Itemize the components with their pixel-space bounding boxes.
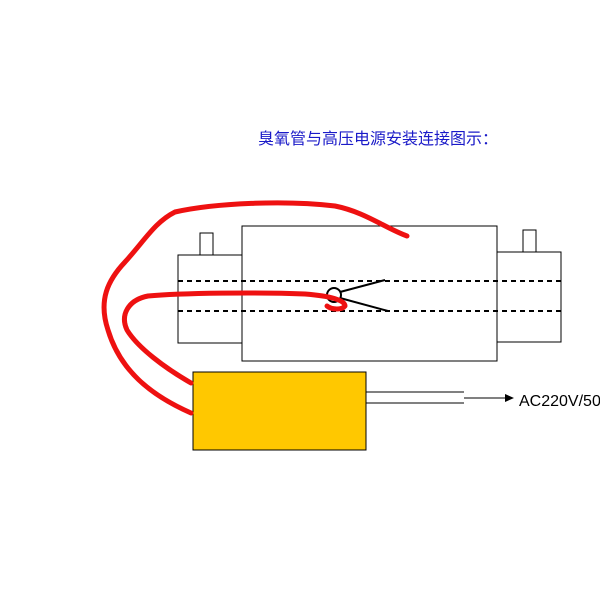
right-end-cap-nozzle: [522, 229, 537, 253]
left-end-cap-nozzle: [199, 232, 214, 256]
power-input-label: AC220V/50: [519, 393, 600, 410]
power-supply-box: [192, 371, 367, 451]
diagram-title: 臭氧管与高压电源安装连接图示：: [258, 129, 499, 148]
hv-wire-outer: [101, 200, 410, 416]
clip-icon: [326, 279, 389, 312]
right-end-cap: [496, 251, 562, 343]
hv-wire-inner: [122, 290, 348, 386]
arrow-right-icon: [464, 394, 514, 402]
left-end-cap: [177, 254, 243, 344]
